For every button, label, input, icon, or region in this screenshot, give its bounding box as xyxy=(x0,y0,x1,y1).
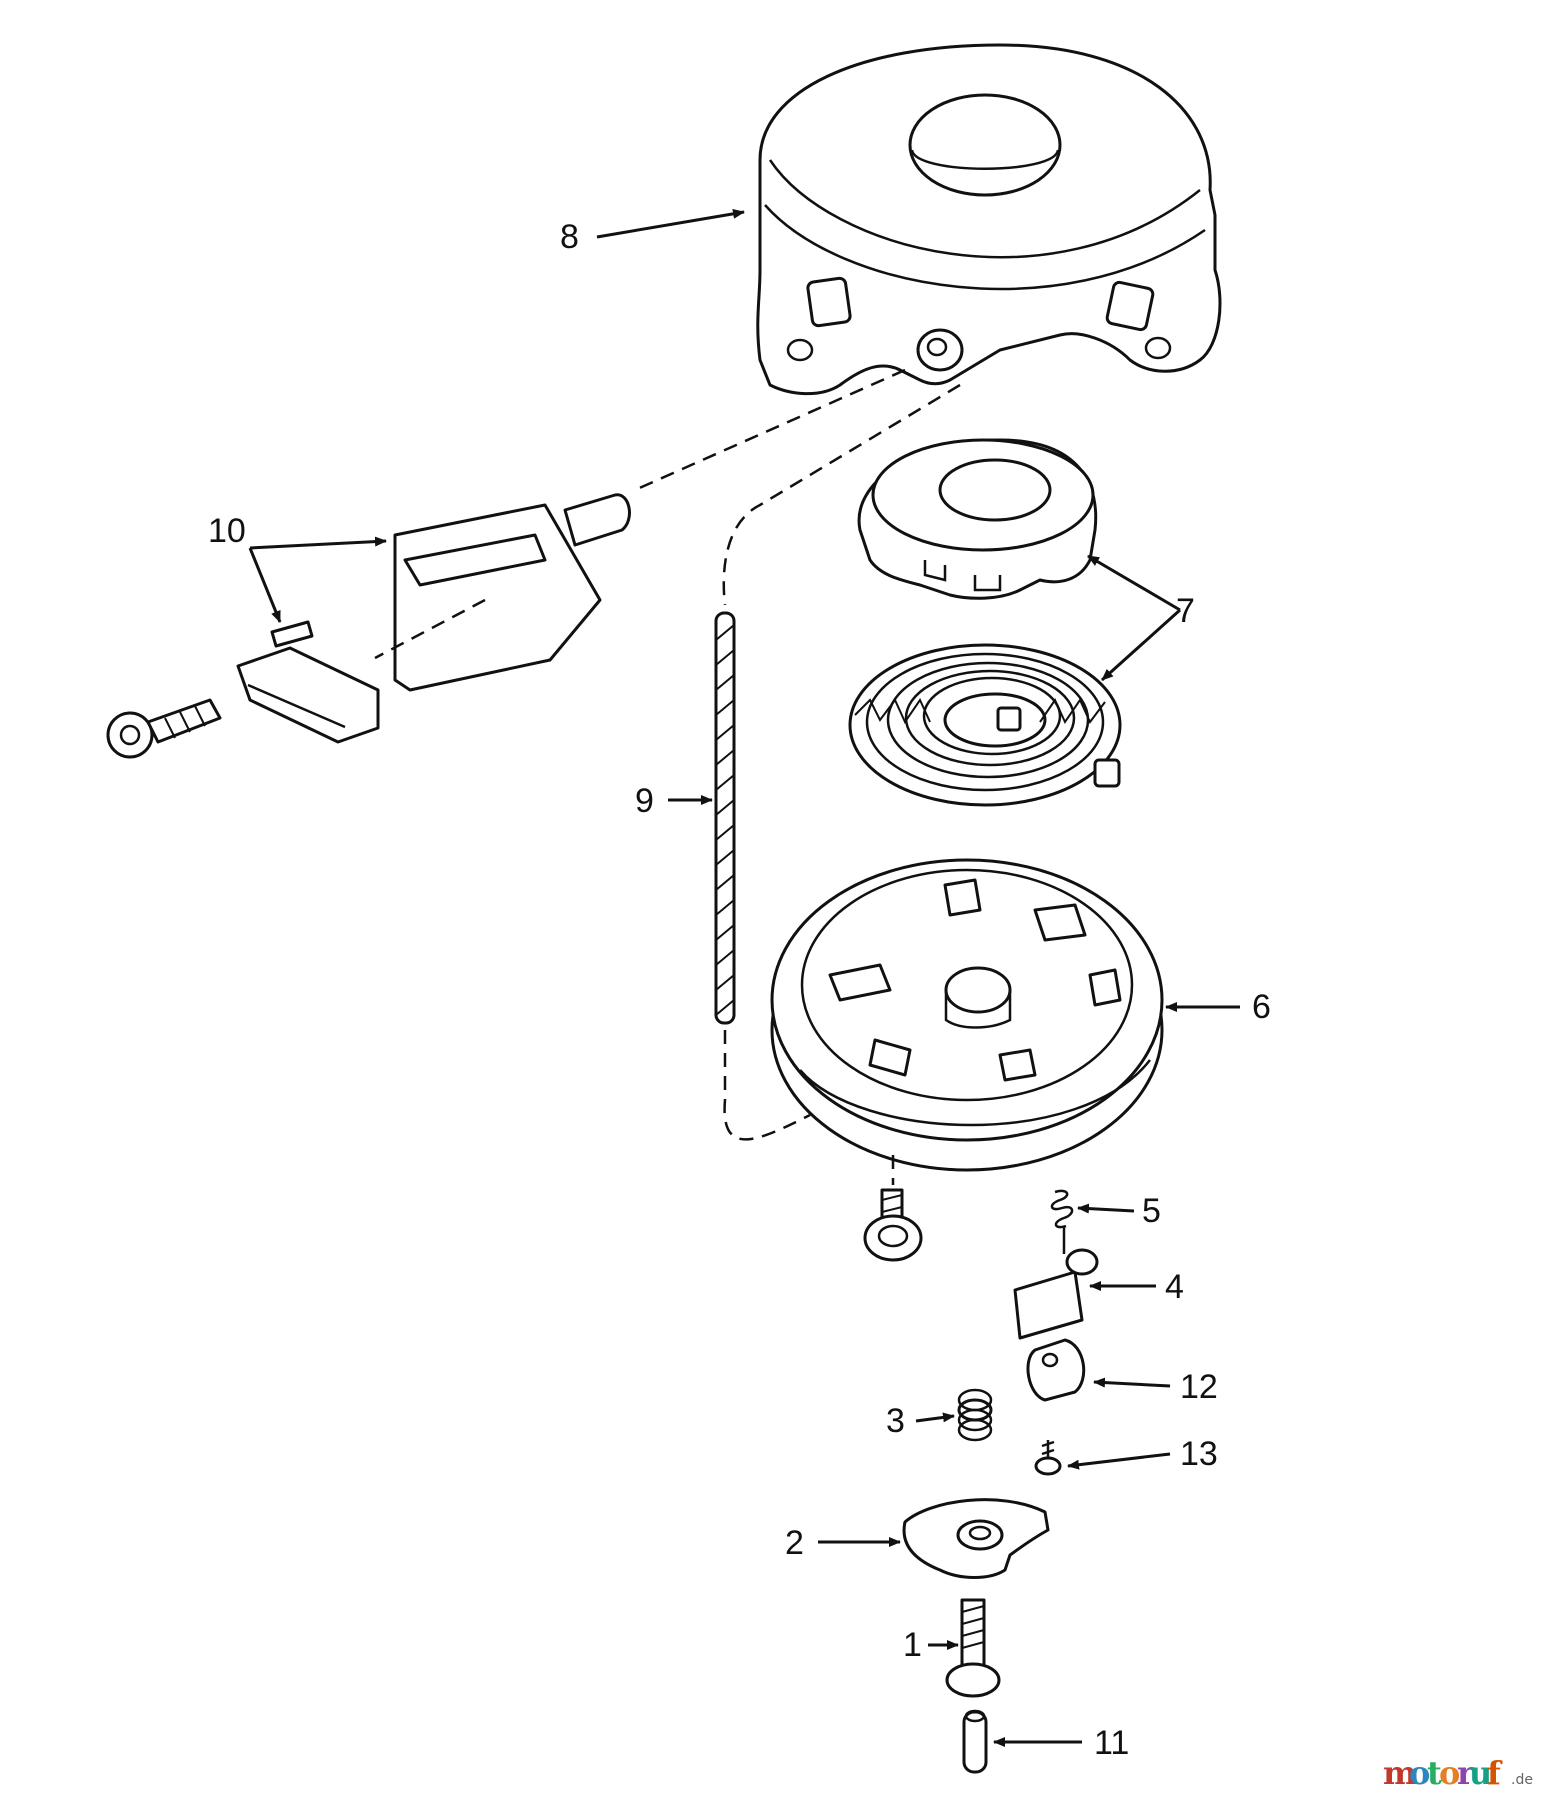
starter-handle xyxy=(393,493,631,692)
callout-2: 2 xyxy=(785,1524,901,1562)
handle-screw xyxy=(106,698,222,759)
starter-housing xyxy=(756,43,1222,396)
callout-label: 8 xyxy=(560,218,579,256)
callout-8: 8 xyxy=(560,208,745,256)
callout-5: 5 xyxy=(1077,1192,1161,1230)
pawl-washer xyxy=(1026,1338,1086,1402)
callout-label: 5 xyxy=(1142,1192,1161,1230)
watermark-letter: o xyxy=(1439,1754,1460,1792)
watermark-letter: f xyxy=(1487,1754,1503,1792)
brake-spring xyxy=(957,1388,993,1442)
callout-4: 4 xyxy=(1089,1268,1184,1306)
callout-label: 1 xyxy=(903,1626,922,1664)
rope-path xyxy=(374,368,1066,1258)
callout-label: 13 xyxy=(1180,1435,1218,1473)
watermark-letter: o xyxy=(1409,1754,1430,1792)
callout-10: 10 xyxy=(208,512,387,623)
callout-1: 1 xyxy=(903,1626,959,1664)
callout-7: 7 xyxy=(1087,554,1195,682)
callout-label: 6 xyxy=(1252,988,1271,1026)
pulley xyxy=(770,858,1164,1172)
watermark-letter: t xyxy=(1427,1754,1442,1792)
pawl-spring xyxy=(1050,1189,1074,1240)
retainer-screw xyxy=(1034,1440,1062,1476)
callout-label: 9 xyxy=(635,782,654,820)
callout-label: 7 xyxy=(1176,592,1195,630)
spring-cup xyxy=(857,438,1098,600)
callout-6: 6 xyxy=(1165,988,1271,1026)
watermark-letter: u xyxy=(1469,1754,1492,1792)
callout-12: 12 xyxy=(1093,1368,1218,1406)
callout-3: 3 xyxy=(886,1402,955,1440)
pin xyxy=(962,1709,988,1774)
pawl xyxy=(1013,1248,1099,1340)
callout-label: 11 xyxy=(1094,1724,1129,1762)
starter-rope xyxy=(714,611,736,1025)
callout-label: 4 xyxy=(1165,1268,1184,1306)
callout-9: 9 xyxy=(635,782,713,820)
watermark-tld: .de xyxy=(1511,1772,1533,1788)
rewind-spring xyxy=(848,643,1122,807)
callout-label: 10 xyxy=(208,512,246,550)
callout-11: 11 xyxy=(993,1724,1129,1762)
callout-label: 2 xyxy=(785,1524,804,1562)
pulley-screw xyxy=(863,1188,923,1262)
callout-label: 12 xyxy=(1180,1368,1218,1406)
brake-retainer xyxy=(902,1498,1050,1579)
shoulder-screw xyxy=(945,1598,1001,1698)
watermark-letter: r xyxy=(1457,1754,1475,1792)
handle-insert xyxy=(236,620,380,744)
watermark-letter: m xyxy=(1383,1754,1417,1792)
callout-13: 13 xyxy=(1067,1435,1218,1473)
callout-label: 3 xyxy=(886,1402,905,1440)
